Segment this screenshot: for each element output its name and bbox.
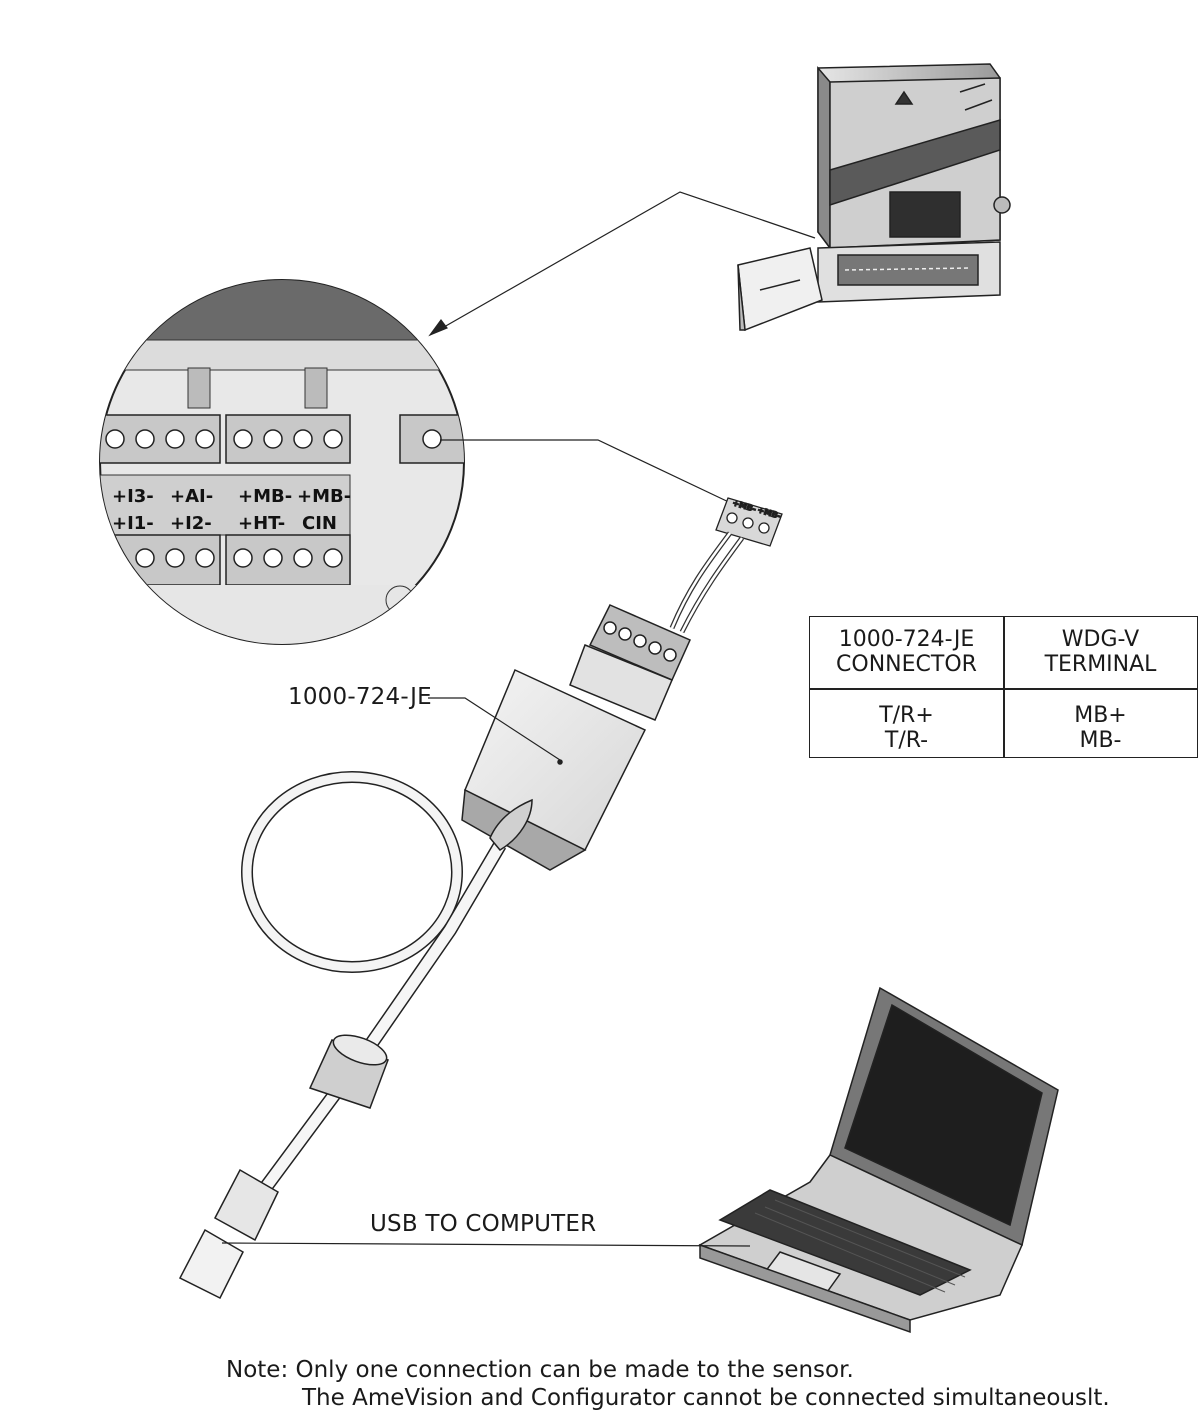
table-header-terminal: TERMINAL — [1044, 652, 1157, 677]
terminal-label: +I1- — [112, 513, 154, 534]
adapter-label: 1000-724-JE — [288, 684, 432, 710]
terminal-label: +I3- — [112, 486, 154, 507]
usb-label-line — [221, 1242, 751, 1247]
connection-table: 1000-724-JE CONNECTOR WDG-V TERMINAL T/R… — [809, 616, 1198, 758]
terminal-pointer-line — [440, 439, 736, 506]
laptop-computer — [698, 986, 1059, 1334]
terminal-label: +I2- — [170, 513, 212, 534]
terminal-zoom-view: +I3- +AI- +MB- +MB- +I1- +I2- +HT- CIN — [99, 279, 465, 645]
table-cell: T/R+ — [879, 703, 934, 728]
terminal-label: +HT- — [238, 513, 285, 534]
terminal-label: +AI- — [170, 486, 213, 507]
table-header-connector: CONNECTOR — [836, 652, 977, 677]
note-line-1: Note: Only one connection can be made to… — [226, 1357, 854, 1383]
table-header-terminal: WDG-V — [1061, 627, 1140, 652]
usb-to-computer-label: USB TO COMPUTER — [370, 1211, 597, 1237]
table-cell: T/R- — [884, 728, 929, 753]
table-header-connector: 1000-724-JE — [838, 627, 975, 652]
table-cell: MB- — [1079, 728, 1122, 753]
table-cell: MB+ — [1074, 703, 1127, 728]
terminal-label: +MB- — [297, 486, 351, 507]
terminal-label: CIN — [302, 513, 337, 534]
usb-adapter — [178, 604, 691, 1300]
sensor-device — [737, 63, 1011, 332]
terminal-label: +MB- — [238, 486, 292, 507]
note-line-2: The AmeVision and Configurator cannot be… — [302, 1385, 1110, 1411]
adapter-wires — [669, 531, 745, 634]
adapter-label-line — [428, 697, 561, 761]
device-pointer-line — [428, 191, 816, 337]
